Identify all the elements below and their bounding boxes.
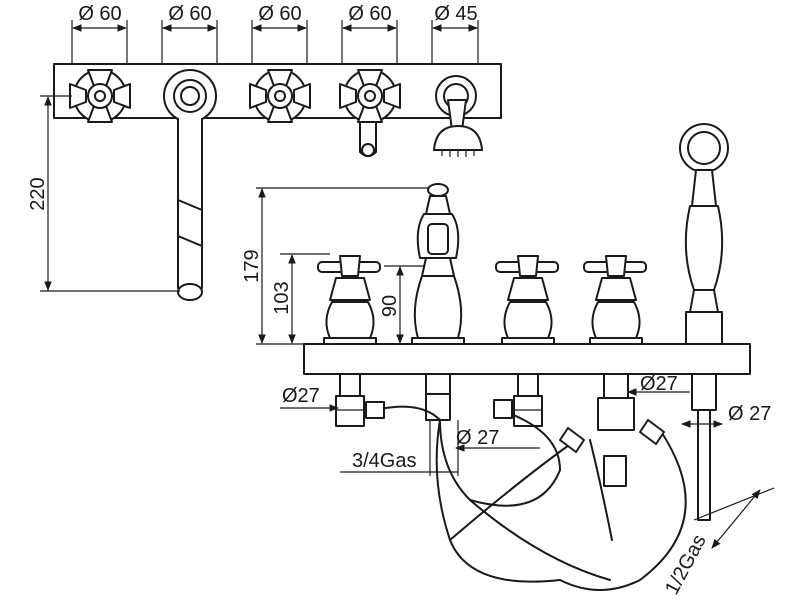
diameter-label-3: Ø 60 xyxy=(258,3,301,25)
diameter-label-5: Ø 45 xyxy=(434,3,477,25)
diameter-extension-lines xyxy=(71,20,479,64)
height-label-90: 90 xyxy=(379,295,401,317)
dia-label-27-left: Ø27 xyxy=(282,385,320,407)
cross-handle-icon xyxy=(249,69,311,123)
hoses xyxy=(365,399,687,591)
dia-label-27-right: Ø 27 xyxy=(728,403,771,425)
thread-label-12: 1/2Gas xyxy=(661,531,711,598)
top-view: Ø 60 Ø 60 Ø 60 Ø 60 Ø 45 xyxy=(27,3,502,301)
cross-handle-icon xyxy=(69,69,131,123)
front-view: 179 103 90 xyxy=(241,123,775,598)
diameter-label-2: Ø 60 xyxy=(168,3,211,25)
dim-line-12 xyxy=(711,489,761,549)
diverter-handle-icon xyxy=(339,69,401,157)
height-label-103: 103 xyxy=(271,281,293,314)
valve-handle-icon xyxy=(495,255,559,427)
spout-top-icon xyxy=(163,69,217,301)
diameter-label-4: Ø 60 xyxy=(348,3,391,25)
valve-handle-icon xyxy=(317,255,381,427)
dia-label-27-right-upper: Ø27 xyxy=(640,373,678,395)
spout-icon xyxy=(411,183,465,421)
shower-head-icon xyxy=(433,75,483,157)
deck-plate xyxy=(303,343,751,375)
dia-label-27-mid: Ø 27 xyxy=(456,427,499,449)
height-label-179: 179 xyxy=(241,249,263,282)
hand-shower-icon xyxy=(679,123,729,521)
diameter-label-1: Ø 60 xyxy=(78,3,121,25)
valve-handle-icon xyxy=(583,255,647,431)
thread-label-34: 3/4Gas xyxy=(352,450,416,472)
height-label-220: 220 xyxy=(27,177,49,210)
